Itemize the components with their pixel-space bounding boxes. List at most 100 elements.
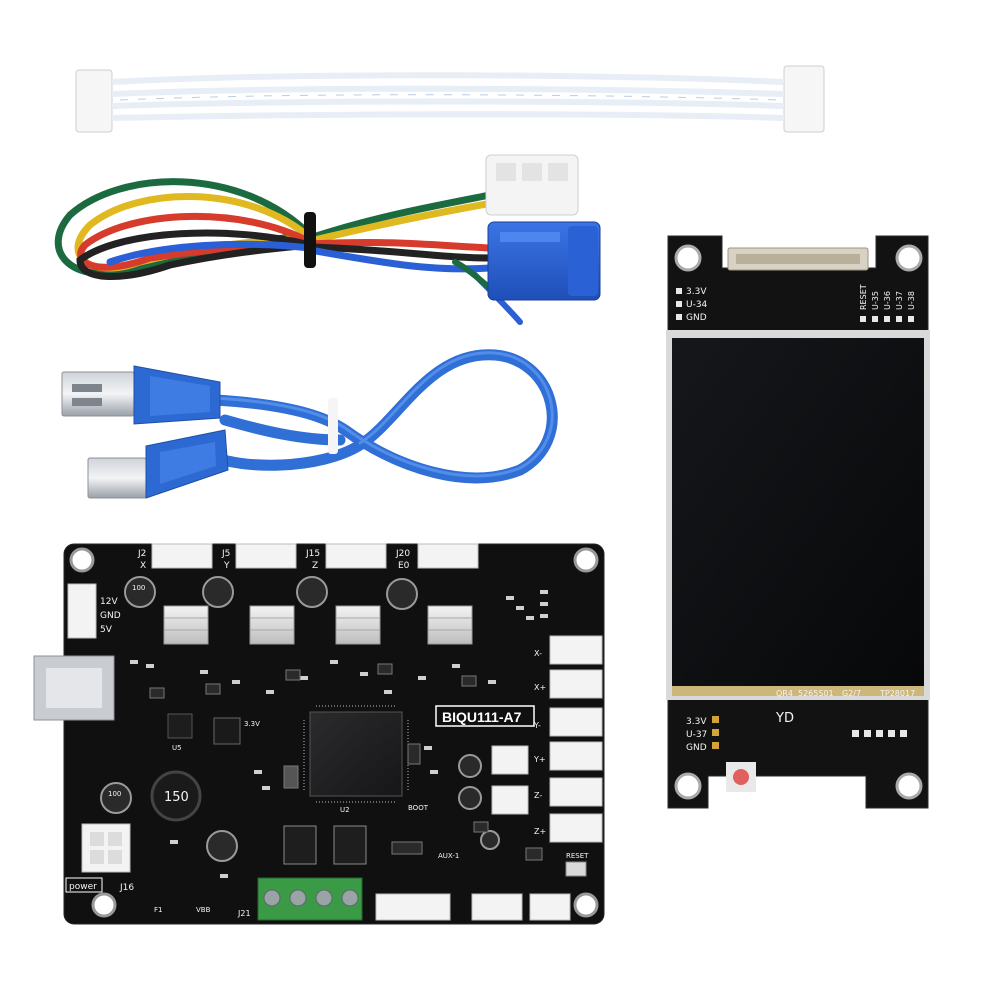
endstop-headers (549, 635, 603, 843)
label-z-minus: Z- (534, 791, 542, 800)
label-5v: 5V (100, 625, 113, 635)
fan-header (471, 893, 523, 921)
cable-connector-left (75, 69, 113, 133)
mount-hole (573, 892, 599, 918)
display-reset-knob (733, 769, 749, 785)
label-u38: U-38 (907, 291, 916, 310)
label-reset: RESET (566, 852, 589, 860)
label-u5: U5 (172, 744, 182, 752)
driver-heatsinks (163, 605, 473, 645)
inductor-label: 150 (164, 790, 189, 805)
mount-hole (674, 772, 702, 800)
label-vbb: VBB (196, 906, 211, 914)
usb-cable (61, 349, 558, 499)
cable-connector-right (783, 65, 825, 133)
cap-label-bottom: 100 (108, 790, 121, 798)
label-y-minus: Y- (533, 721, 541, 730)
svg-text:J15: J15 (305, 549, 320, 559)
label-tp: TP28017 (879, 689, 915, 698)
touch-display-module: 3.3V U-34 GND RESET U-35 U-36 U-37 U-38 … (666, 235, 930, 809)
cap-label-top: 100 (132, 584, 145, 592)
motor-header-x: J2 X (137, 543, 213, 571)
label-f1: F1 (154, 906, 162, 914)
power-select-header (67, 583, 97, 639)
green-terminal-block (257, 877, 363, 921)
svg-text:J2: J2 (137, 549, 146, 559)
aux-header (529, 893, 571, 921)
label-x-plus: X+ (534, 683, 546, 692)
screen-flex (672, 686, 924, 696)
label-z-plus: Z+ (534, 827, 546, 836)
lcd-screen (672, 338, 924, 686)
mainboard: J2 X J5 Y J15 Z J20 E0 12V GND 5V (33, 543, 605, 925)
inductor (150, 770, 202, 822)
uart-header (375, 893, 451, 921)
usb-a-plug (61, 365, 221, 425)
label-boot: BOOT (408, 804, 429, 812)
mosfet-1 (283, 825, 317, 865)
thermistor-header-1 (491, 745, 529, 775)
mosfet-2 (333, 825, 367, 865)
blue-connector (487, 221, 601, 301)
mount-hole (895, 772, 923, 800)
svg-text:X: X (140, 561, 146, 571)
electrolytic-caps (100, 576, 500, 862)
label-3v3: 3.3V (686, 287, 707, 297)
smd-chips-dark (149, 663, 543, 861)
usb-b-plug (87, 429, 229, 499)
mount-hole (69, 547, 95, 573)
label-j16: J16 (119, 883, 134, 893)
mount-hole (895, 244, 923, 272)
svg-text:Z: Z (312, 561, 318, 571)
motor-header-y: J5 Y (221, 543, 297, 571)
board-reset-button (565, 861, 587, 877)
label-aux1: AUX-1 (438, 852, 459, 860)
label-gnd-left: GND (100, 611, 121, 621)
label-12v: 12V (100, 597, 118, 607)
white-cable (75, 65, 825, 133)
label-bottom-u37: U-37 (686, 730, 707, 740)
wire-harness (54, 154, 601, 325)
mount-hole (674, 244, 702, 272)
label-j21: J21 (237, 909, 251, 918)
label-bottom-3v3: 3.3V (686, 717, 707, 727)
svg-text:J5: J5 (221, 549, 230, 559)
label-qr4: QR4 (776, 689, 793, 698)
label-u35: U-35 (871, 291, 880, 310)
label-yd: YD (775, 711, 794, 726)
power-label-box (65, 877, 103, 893)
label-u37-top: U-37 (895, 291, 904, 310)
thermistor-header-2 (491, 785, 529, 815)
model-label-box (435, 705, 535, 727)
label-reset-top: RESET (859, 284, 868, 310)
cable-tie (304, 212, 316, 268)
label-u34: U-34 (686, 300, 708, 310)
label-u36: U-36 (883, 291, 892, 310)
motor-header-e0: J20 E0 (395, 543, 479, 571)
label-g27: G2/7 (842, 689, 861, 698)
ic-u5 (167, 713, 193, 739)
motor-header-z: J15 Z (305, 543, 387, 571)
label-power: power (69, 882, 97, 892)
mcu-chip (309, 711, 403, 797)
mount-hole (91, 892, 117, 918)
label-3v3-board: 3.3V (244, 720, 260, 728)
label-x-minus: X- (534, 649, 542, 658)
white-6pin-connector (485, 154, 579, 216)
svg-text:E0: E0 (398, 561, 410, 571)
usb-cable-tie (328, 398, 338, 454)
mount-hole (573, 547, 599, 573)
svg-text:Y: Y (223, 561, 230, 571)
power-connector (81, 823, 131, 873)
label-y-plus: Y+ (533, 755, 546, 764)
svg-text:J20: J20 (395, 549, 410, 559)
label-u2: U2 (340, 806, 350, 814)
label-gnd: GND (686, 313, 707, 323)
icsp-header (213, 717, 241, 745)
label-part: 5265S01 (798, 689, 834, 698)
board-model: BIQU111-A7 (442, 709, 522, 725)
label-bottom-gnd: GND (686, 743, 707, 753)
smd-components (130, 590, 548, 878)
